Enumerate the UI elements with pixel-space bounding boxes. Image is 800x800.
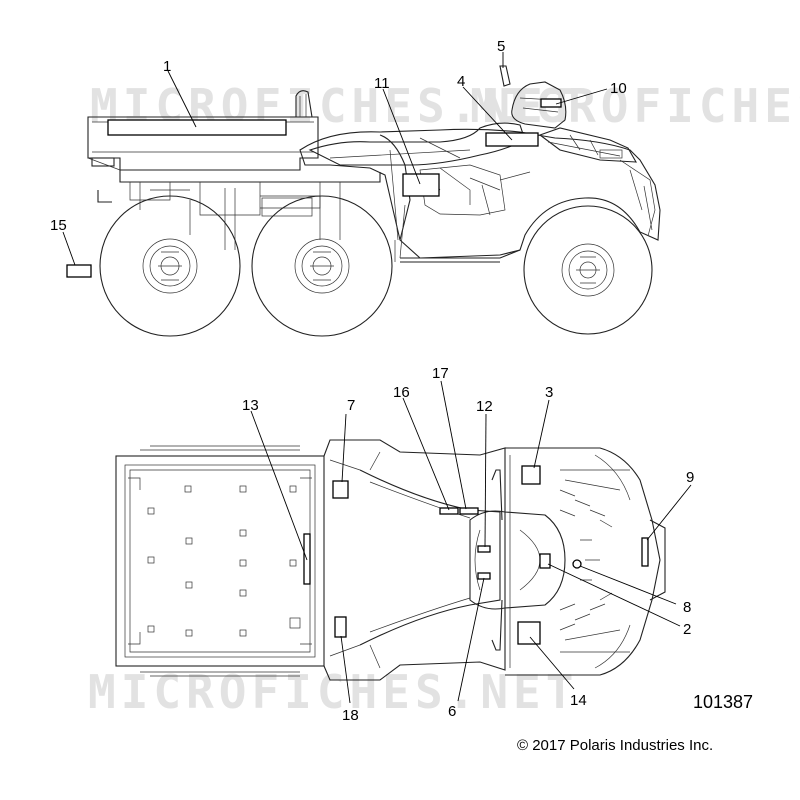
callout-2: 2 (683, 621, 691, 638)
decal-14 (517, 621, 541, 645)
watermark-bottom: MICROFICHES.NET (88, 665, 578, 719)
side-view-vehicle (87, 65, 661, 263)
top-view-leaders (250, 380, 692, 704)
middle-wheel (251, 195, 393, 337)
decal-3 (521, 465, 541, 485)
callout-4: 4 (457, 73, 465, 90)
diagram-number: 101387 (693, 692, 753, 712)
callout-18: 18 (342, 707, 359, 724)
decal-15 (66, 264, 92, 278)
decal-18 (334, 616, 347, 638)
callout-16: 16 (393, 384, 410, 401)
decal-1 (107, 119, 287, 136)
callout-6: 6 (448, 703, 456, 720)
callout-1: 1 (163, 58, 171, 75)
rear-wheel (99, 195, 241, 337)
front-wheel (523, 205, 653, 335)
decal-8 (572, 559, 582, 569)
top-view-vehicle (115, 439, 666, 681)
decal-16 (439, 507, 459, 515)
decal-10 (540, 98, 562, 108)
callout-3: 3 (545, 384, 553, 401)
callout-9: 9 (686, 469, 694, 486)
decal-7 (332, 480, 349, 499)
side-view-leaders (62, 52, 608, 266)
callout-11: 11 (374, 75, 390, 92)
callout-12: 12 (476, 398, 493, 415)
callout-7: 7 (347, 397, 355, 414)
decal-9 (641, 537, 649, 567)
decal-17 (459, 507, 479, 515)
decal-12 (477, 545, 491, 553)
callout-17: 17 (432, 365, 449, 382)
callout-14: 14 (570, 692, 587, 709)
decal-11 (402, 173, 440, 197)
callout-15: 15 (50, 217, 67, 234)
callout-13: 13 (242, 397, 259, 414)
callout-8: 8 (683, 599, 691, 616)
decal-2 (539, 553, 551, 569)
callout-5: 5 (497, 38, 505, 55)
callout-10: 10 (610, 80, 627, 97)
copyright-notice: © 2017 Polaris Industries Inc. (517, 737, 713, 754)
